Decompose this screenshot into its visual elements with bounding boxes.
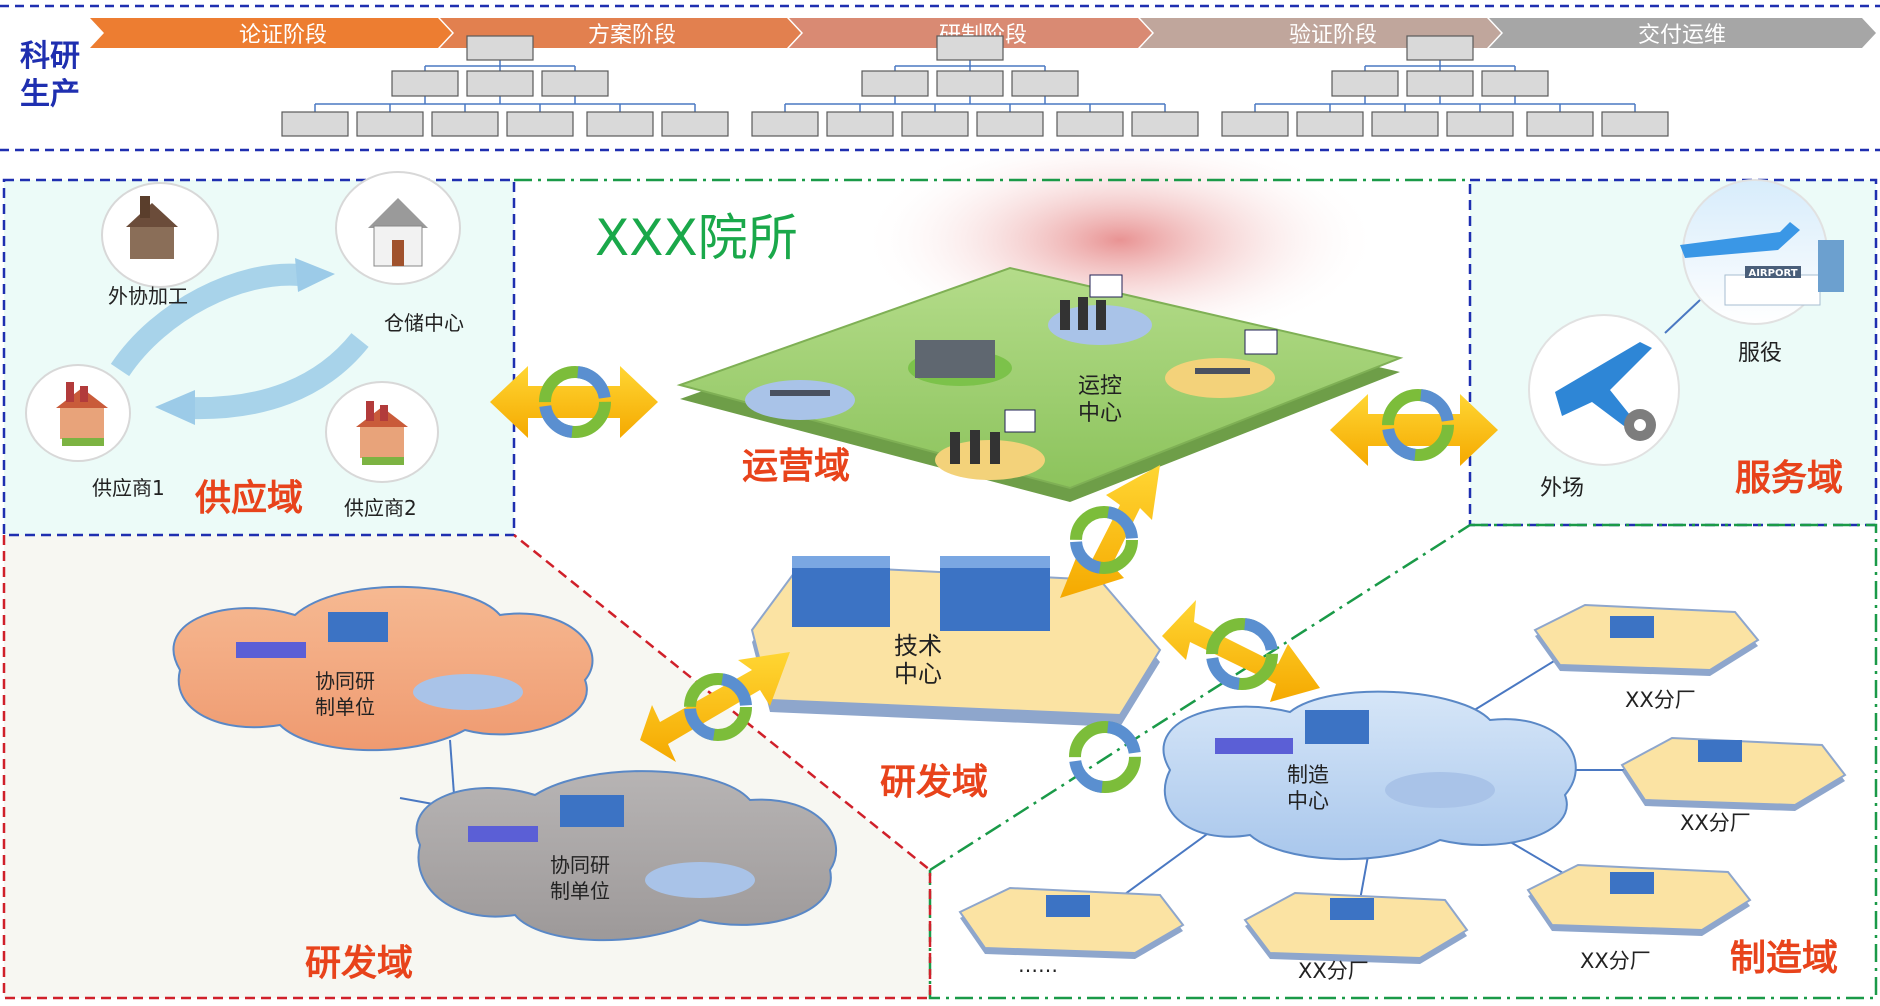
desk-icon <box>770 368 1250 396</box>
tech-center-line2: 中心 <box>894 660 942 688</box>
manufacturing-center-line1: 制造 <box>1287 763 1329 787</box>
operation-domain-label: 运营域 <box>742 446 850 487</box>
branch-plant-2 <box>1620 736 1847 811</box>
rd-domain-label: 研发域 <box>880 762 988 803</box>
branch-plant-1-label: XX分厂 <box>1625 688 1696 712</box>
branch-plant-5 <box>958 886 1185 959</box>
field-label: 外场 <box>1540 476 1584 501</box>
supplier-factory-icon <box>360 424 404 458</box>
side-label-line1: 科研 <box>20 39 80 74</box>
operation-center-line1: 运控 <box>1078 374 1122 399</box>
stage-label-5: 交付运维 <box>1638 23 1726 48</box>
tech-center-line1: 技术 <box>894 632 942 660</box>
warehouse-node <box>335 171 461 285</box>
service-connector <box>1664 299 1701 334</box>
service-domain-label: 服务域 <box>1735 458 1843 499</box>
tech-center-platform <box>750 556 1162 727</box>
exchange-arrow-operation-service <box>1330 389 1498 466</box>
stage-label-1: 论证阶段 <box>239 23 327 48</box>
airplane-icon <box>1555 342 1652 426</box>
sync-cycle-icon <box>1070 506 1138 574</box>
server-icon <box>328 612 388 642</box>
in-service-node: AIRPORT <box>1680 179 1844 325</box>
org-tree-1 <box>281 35 729 137</box>
branch-plant-2-label: XX分厂 <box>1680 811 1751 835</box>
sync-cycle-icon <box>1206 618 1278 690</box>
factory-icon <box>1046 895 1090 917</box>
in-service-label: 服役 <box>1738 341 1782 366</box>
header-band: 科研 生产 论证阶段 方案阶段 研制阶段 验证阶段 交付运维 <box>0 4 1880 152</box>
operation-center-line2: 中心 <box>1078 401 1122 426</box>
outsourcing-label: 外协加工 <box>108 284 188 308</box>
stage-label-2: 方案阶段 <box>588 23 676 48</box>
operation-platform <box>676 266 1404 502</box>
exchange-arrow-supply-operation <box>490 366 658 438</box>
institute-title: XXX院所 <box>595 209 798 267</box>
factory-line-icon <box>236 642 306 658</box>
warehouse-label: 仓储中心 <box>384 311 464 335</box>
exchange-arrow-rd-collab <box>640 652 790 762</box>
server-icon <box>1305 710 1369 744</box>
branch-plant-4 <box>1243 891 1469 964</box>
stage-chevron-1: 论证阶段 <box>90 18 452 48</box>
manufacturing-domain-label: 制造域 <box>1730 938 1838 979</box>
people-icon <box>950 297 1106 464</box>
supply-cycle-arrows <box>110 258 369 425</box>
airport-terminal-icon <box>1724 274 1821 306</box>
collab-unit-1 <box>172 585 594 752</box>
collab-unit2-line2: 制单位 <box>550 879 610 903</box>
factory-icon <box>1610 616 1654 638</box>
branch-plant-4-label: XX分厂 <box>1298 959 1369 983</box>
org-tree-3 <box>1221 35 1669 137</box>
stage-chevron-5: 交付运维 <box>1489 18 1876 48</box>
supplier1-label: 供应商1 <box>92 476 165 500</box>
rd-collab-domain-label: 研发域 <box>305 943 413 984</box>
board-icon <box>1004 409 1036 433</box>
board-icon <box>1244 329 1278 355</box>
manufacturing-center-line2: 中心 <box>1287 789 1329 813</box>
branch-plant-3 <box>1526 863 1752 936</box>
stage-label-4: 验证阶段 <box>1289 23 1377 48</box>
outsourcing-node <box>101 182 219 288</box>
airport-sign: AIRPORT <box>1748 268 1797 279</box>
supplier2-node <box>325 381 439 483</box>
factory-icon <box>1698 740 1742 762</box>
collab-unit2-line1: 协同研 <box>550 853 610 877</box>
factory-icon <box>1330 898 1374 920</box>
org-tree-2 <box>751 35 1199 137</box>
server-icon <box>560 795 624 827</box>
branch-plant-3-label: XX分厂 <box>1580 949 1651 973</box>
collab-unit-2 <box>415 770 837 942</box>
field-node <box>1528 314 1680 466</box>
sync-cycle-icon <box>539 366 611 438</box>
sync-cycle-icon <box>684 673 752 741</box>
sync-cycle-icon <box>1069 721 1141 793</box>
branch-plant-1 <box>1533 603 1760 676</box>
manufacturing-sync-icon <box>1069 721 1141 793</box>
board-icon <box>1089 274 1123 298</box>
factory-line-icon <box>468 826 538 842</box>
supplier2-label: 供应商2 <box>344 496 417 520</box>
factory-icon <box>1610 872 1654 894</box>
supplier-factory-icon <box>60 405 104 439</box>
exchange-arrow-rd-manufacturing <box>1162 600 1320 702</box>
supply-domain-label: 供应域 <box>195 478 303 519</box>
supplier1-node <box>25 364 131 462</box>
building-icon <box>915 340 995 378</box>
datacenter-building-icon <box>792 556 1050 631</box>
house-icon <box>368 198 428 228</box>
exchange-arrow-rd-operation <box>1060 465 1160 598</box>
manufacturing-center <box>1162 690 1577 861</box>
side-label-line2: 生产 <box>20 77 80 112</box>
sync-cycle-icon <box>1382 389 1454 461</box>
branch-plant-5-label: …… <box>1018 953 1058 977</box>
collab-unit1-line1: 协同研 <box>315 669 375 693</box>
airplane-icon <box>1680 222 1800 258</box>
factory-line-icon <box>1215 738 1293 754</box>
collab-unit1-line2: 制单位 <box>315 695 375 719</box>
